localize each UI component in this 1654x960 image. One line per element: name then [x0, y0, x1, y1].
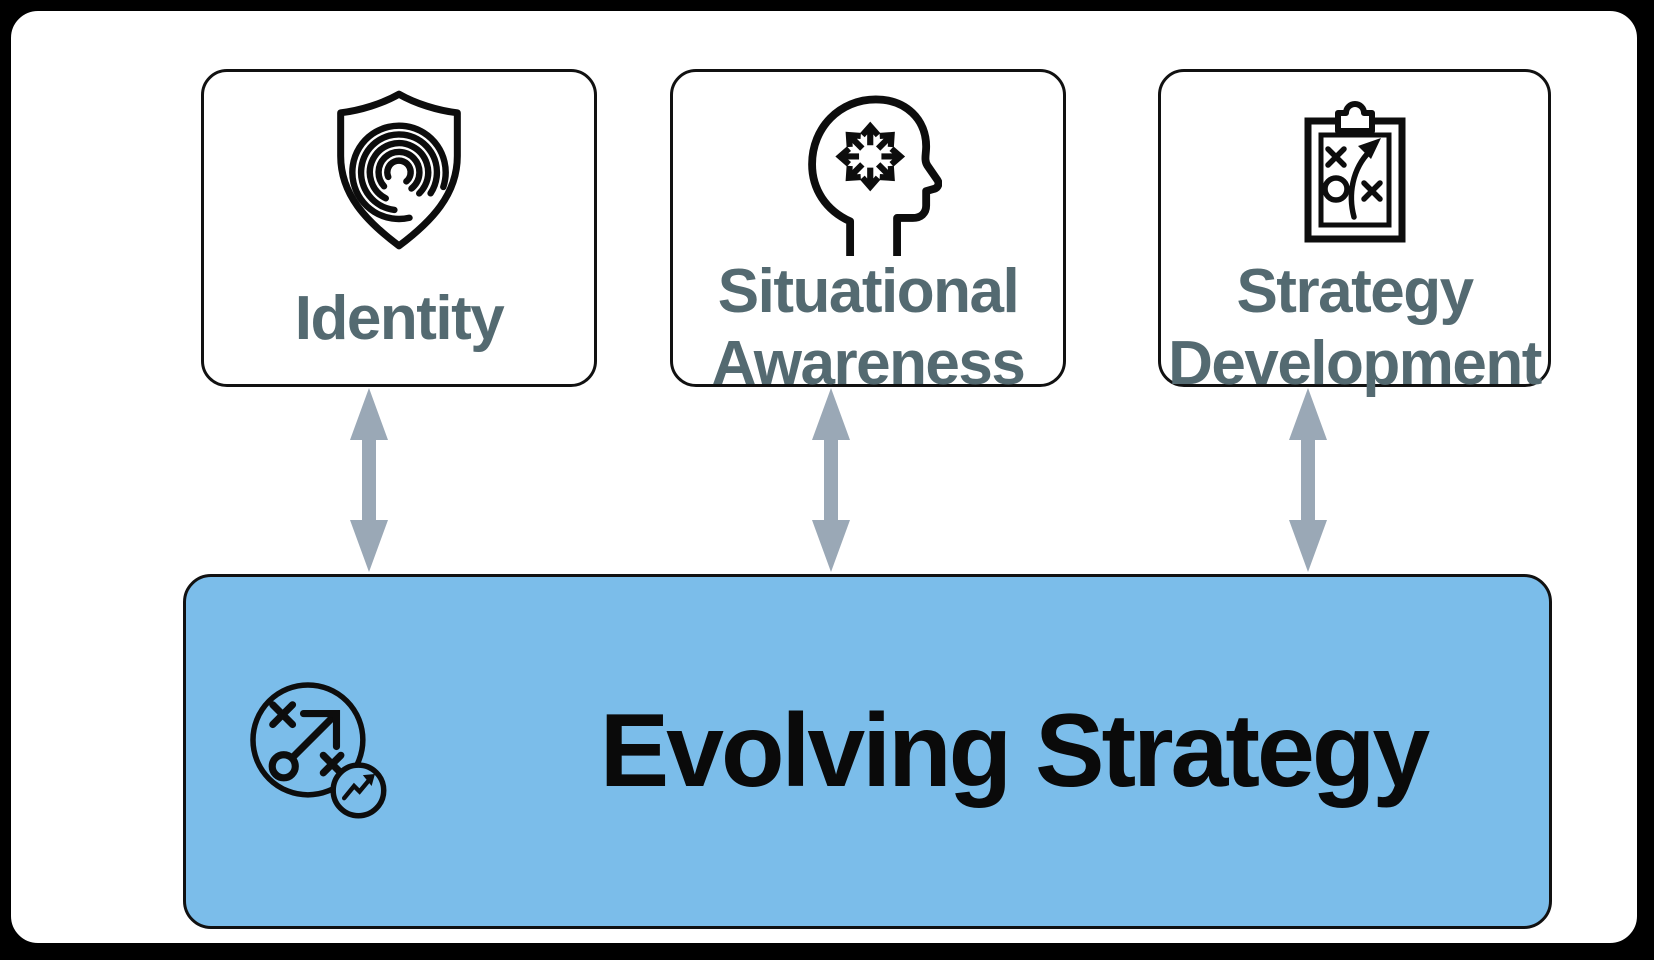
double-arrow-situational-awareness	[811, 385, 851, 575]
card-identity-label: Identity	[294, 284, 505, 354]
double-arrow-identity	[349, 385, 389, 575]
shield-fingerprint-icon	[329, 86, 469, 254]
strategy-growth-icon	[242, 674, 398, 830]
evolving-strategy-label: Evolving Strategy	[599, 693, 1430, 809]
diagram-panel: Identity	[8, 8, 1640, 946]
clipboard-tactics-icon	[1294, 86, 1416, 256]
double-arrow-strategy-development	[1288, 385, 1328, 575]
card-situational-awareness: Situational Awareness	[670, 69, 1066, 398]
card-strategy-development-label: Strategy Development	[1168, 257, 1542, 398]
card-identity-label-area: Identity	[204, 254, 594, 384]
card-strategy-development: Strategy Development	[1158, 69, 1551, 398]
card-situational-awareness-label: Situational Awareness	[711, 257, 1026, 398]
card-identity: Identity	[201, 69, 597, 387]
evolving-strategy-box: Evolving Strategy	[183, 574, 1552, 929]
head-radiating-arrows-icon	[794, 86, 942, 256]
card-strategy-development-label-area: Strategy Development	[1161, 256, 1548, 400]
card-situational-awareness-label-area: Situational Awareness	[673, 256, 1063, 400]
